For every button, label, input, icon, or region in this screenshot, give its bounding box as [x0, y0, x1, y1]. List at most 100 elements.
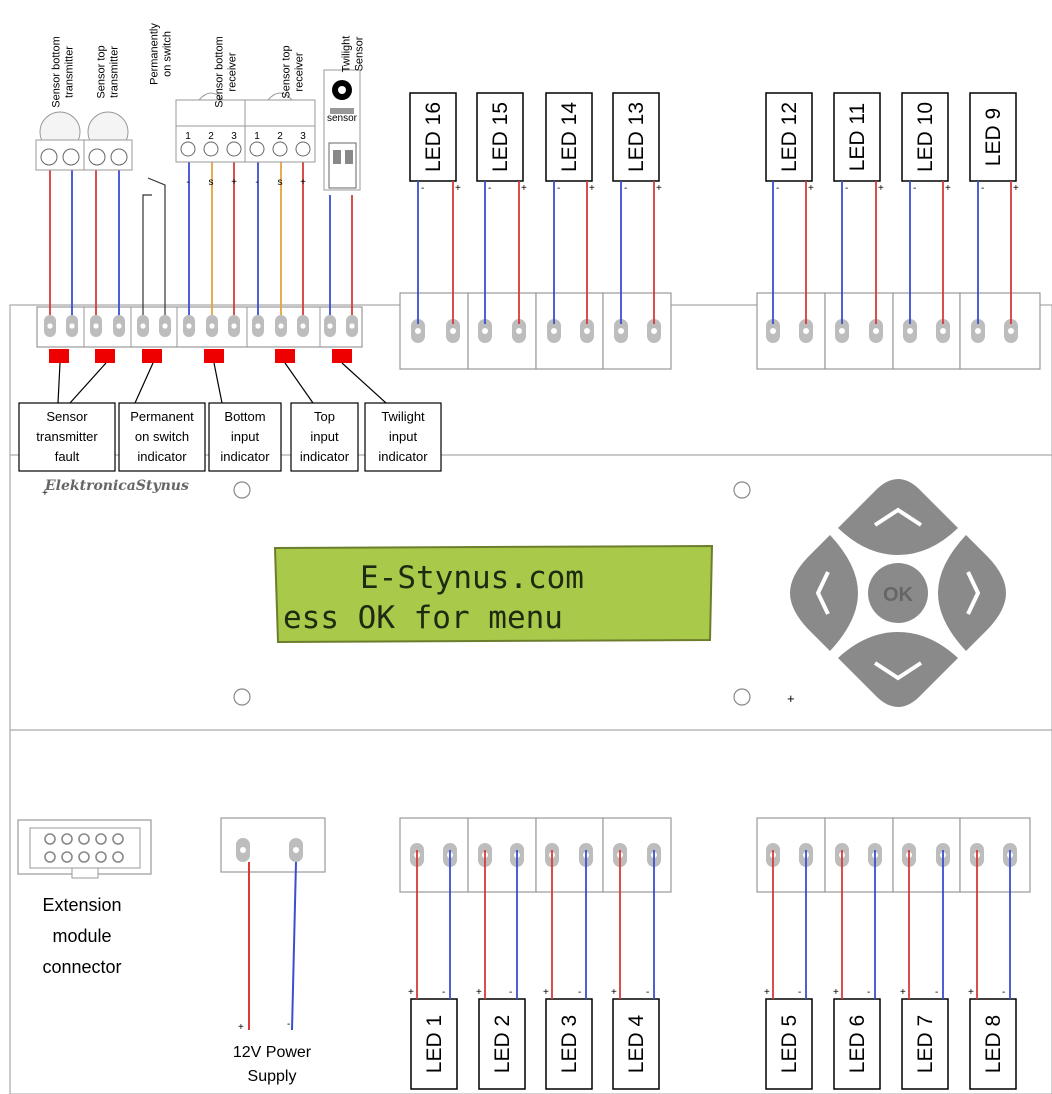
- svg-text:receiver: receiver: [294, 52, 306, 91]
- polarity-plus: +: [611, 987, 617, 998]
- receiver-pin-number: 2: [208, 131, 214, 142]
- terminal-block: [535, 292, 604, 370]
- sensor-top-transmitter: [83, 111, 133, 171]
- terminal-block: [467, 292, 537, 370]
- down-button[interactable]: [838, 632, 958, 707]
- led-label: LED 13: [625, 102, 648, 172]
- polarity-minus: -: [557, 183, 560, 194]
- led-label: LED 5: [778, 1015, 801, 1073]
- indicator-led: [142, 349, 162, 363]
- led-box: LED 8+-: [968, 850, 1017, 1090]
- receiver-polarity: -: [186, 177, 189, 188]
- lcd-display: E-Stynus.com ess OK for menu: [273, 544, 714, 644]
- receiver-pin-number: 2: [277, 131, 283, 142]
- callout-line: [213, 362, 223, 404]
- extension-module-connector: [17, 819, 152, 879]
- connector-pin: [44, 833, 56, 845]
- connector-pin: [61, 851, 73, 863]
- led-label: LED 12: [778, 102, 801, 172]
- led-box: LED 14-+: [545, 92, 595, 324]
- led-box: LED 1+-: [408, 850, 458, 1090]
- callout-box: [290, 402, 359, 472]
- up-button[interactable]: [838, 479, 958, 555]
- alignment-plus-mark: +: [787, 691, 795, 706]
- receiver-polarity: +: [231, 177, 237, 188]
- receiver-pin-number: 3: [300, 131, 306, 142]
- twilight-chip-label: sensor: [327, 113, 358, 124]
- svg-text:Twilight: Twilight: [341, 36, 353, 73]
- polarity-plus: +: [455, 183, 461, 194]
- receiver-pin-number: 1: [185, 131, 191, 142]
- callout-box: [118, 402, 206, 472]
- indicator-led: [275, 349, 295, 363]
- lcd-line-1: E-Stynus.com: [360, 560, 584, 596]
- polarity-minus: -: [798, 987, 801, 998]
- left-button[interactable]: [790, 535, 858, 651]
- led-label: LED 1: [423, 1015, 446, 1073]
- switch-icon: [142, 177, 166, 315]
- indicator-led: [332, 349, 352, 363]
- led-box: LED 13-+: [612, 92, 662, 324]
- terminal-block: [399, 292, 469, 370]
- callout-box: [208, 402, 282, 472]
- receiver-polarity: +: [300, 177, 306, 188]
- twilight-sensor: sensor: [323, 69, 361, 191]
- terminal-block: [602, 292, 672, 370]
- led-box: LED 6+-: [833, 850, 881, 1090]
- polarity-plus: +: [968, 987, 974, 998]
- ok-button[interactable]: [868, 563, 928, 623]
- top-led-terminal-blocks: LED 16-+LED 15-+LED 14-+LED 13-+LED 12-+…: [399, 92, 1041, 370]
- svg-text:transmitter: transmitter: [109, 46, 121, 98]
- led-box: LED 4+-: [611, 850, 660, 1090]
- callout-line: [341, 362, 387, 404]
- terminal-block: [467, 817, 537, 893]
- callout-box: [364, 402, 442, 472]
- receiver-polarity: s: [209, 177, 214, 188]
- sensor-top-receiver: 1-2s3+: [244, 92, 316, 188]
- polarity-minus: -: [845, 183, 848, 194]
- ok-label: OK: [883, 584, 914, 606]
- connector-pin: [95, 851, 107, 863]
- power-plus: +: [238, 1022, 244, 1033]
- terminal-block: [824, 292, 894, 370]
- polarity-plus: +: [808, 183, 814, 194]
- polarity-minus: -: [935, 987, 938, 998]
- terminal-block: [959, 817, 1031, 893]
- led-box: LED 3+-: [543, 850, 593, 1090]
- terminal-block: [824, 817, 894, 893]
- led-label: LED 2: [491, 1015, 514, 1073]
- connector-pin: [112, 833, 124, 845]
- terminal-block: [602, 817, 672, 893]
- mounting-hole: [733, 481, 751, 499]
- terminal-block: [399, 817, 469, 893]
- led-label: LED 15: [489, 102, 512, 172]
- right-button[interactable]: [938, 535, 1006, 651]
- sensor-bottom-transmitter: [35, 111, 85, 171]
- indicator-led: [95, 349, 115, 363]
- svg-text:Permanently: Permanently: [149, 23, 161, 85]
- receiver-pin-number: 3: [231, 131, 237, 142]
- power-minus: -: [287, 1019, 290, 1030]
- terminal-block: [756, 292, 826, 370]
- polarity-plus: +: [1013, 183, 1019, 194]
- svg-text:Sensor top: Sensor top: [96, 45, 108, 98]
- callout-line: [57, 362, 61, 404]
- led-box: LED 9-+: [969, 92, 1019, 324]
- polarity-plus: +: [408, 987, 414, 998]
- led-box: LED 10-+: [901, 92, 951, 324]
- callout-box: [18, 402, 116, 472]
- connector-pin: [44, 851, 56, 863]
- sensor-terminal-block: [36, 306, 363, 348]
- down-arrow-icon: [873, 661, 923, 681]
- polarity-plus: +: [833, 987, 839, 998]
- receiver-polarity: -: [255, 177, 258, 188]
